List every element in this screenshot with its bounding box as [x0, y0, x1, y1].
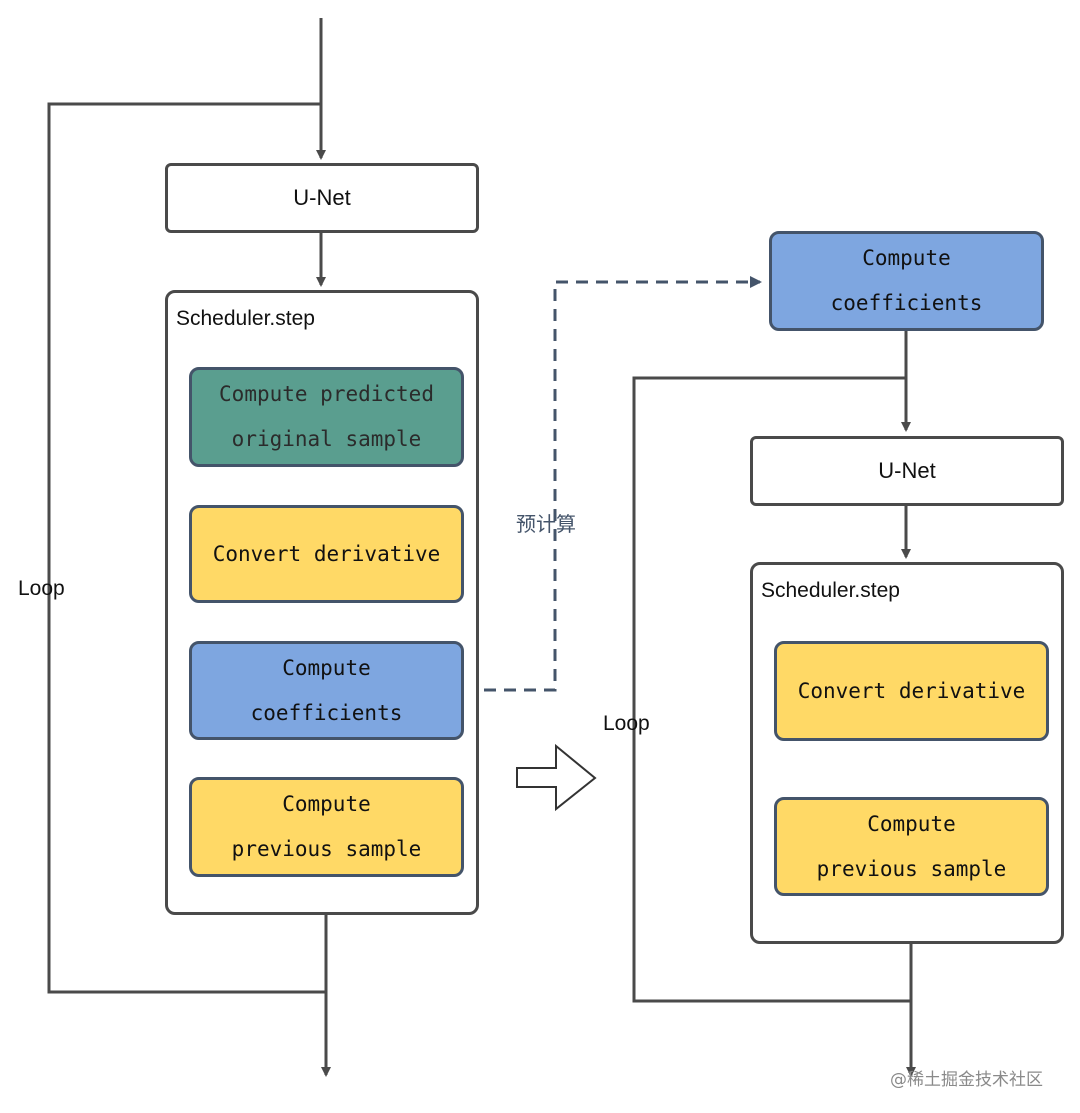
loop-edge-left [47, 102, 326, 994]
step-compute-previous-sample-left: Compute previous sample [189, 777, 464, 877]
step-convert-derivative-left: Convert derivative [189, 505, 464, 603]
step-text: Compute predicted original sample [219, 382, 434, 451]
step-compute-previous-sample-right: Compute previous sample [774, 797, 1049, 896]
loop-edge-right [632, 376, 911, 1003]
unet-box-right: U-Net [750, 436, 1064, 506]
step-compute-coefficients-left: Compute coefficients [189, 641, 464, 740]
step-text: Convert derivative [212, 541, 441, 566]
step-text: Convert derivative [797, 678, 1026, 703]
precompute-label: 预计算 [516, 512, 576, 536]
step-convert-derivative-right: Convert derivative [774, 641, 1049, 741]
unet-box-left: U-Net [165, 163, 479, 233]
scheduler-step-label-right: Scheduler.step [761, 579, 900, 602]
loop-label-left: Loop [18, 577, 65, 600]
unet-label-right: U-Net [878, 458, 936, 483]
scheduler-step-label-left: Scheduler.step [176, 307, 315, 330]
step-text: Compute coefficients [250, 655, 403, 725]
step-text: Compute previous sample [231, 792, 422, 861]
unet-label-left: U-Net [293, 185, 351, 210]
watermark: @稀土掘金技术社区 [890, 1070, 1043, 1090]
step-text: Compute coefficients [830, 246, 983, 315]
transform-arrow [516, 743, 597, 812]
step-text: Compute previous sample [816, 811, 1007, 881]
loop-label-right: Loop [603, 712, 650, 735]
precomputed-coefficients-box-right: Compute coefficients [769, 231, 1044, 331]
step-compute-predicted-original-sample-left: Compute predicted original sample [189, 367, 464, 467]
precompute-dashed-edge [464, 276, 762, 692]
